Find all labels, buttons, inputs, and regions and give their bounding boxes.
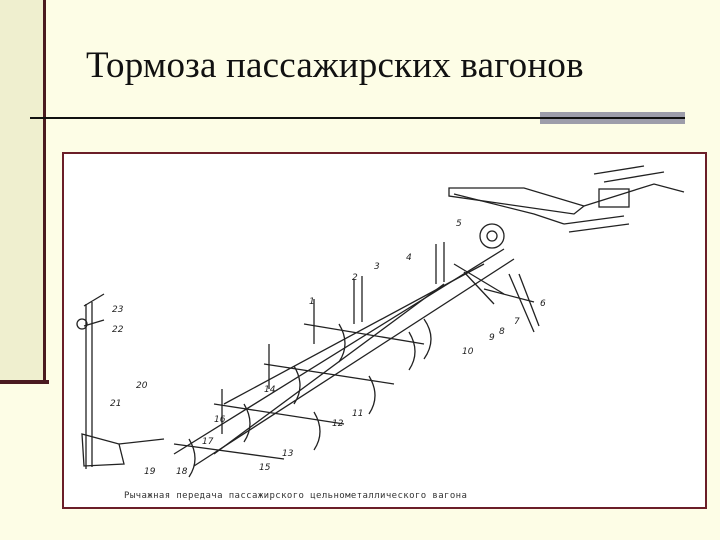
svg-text:4: 4 <box>406 253 412 263</box>
slide-title: Тормоза пассажирских вагонов <box>86 45 584 86</box>
svg-text:20: 20 <box>136 381 148 391</box>
svg-text:23: 23 <box>112 305 124 315</box>
svg-text:12: 12 <box>332 419 344 429</box>
svg-text:18: 18 <box>176 467 188 477</box>
svg-text:15: 15 <box>259 463 271 473</box>
brake-rigging-diagram: 23 22 20 21 19 18 17 16 15 14 13 12 11 1… <box>62 152 707 509</box>
svg-text:19: 19 <box>144 467 156 477</box>
title-divider-accent <box>540 112 685 124</box>
svg-text:2: 2 <box>352 273 358 283</box>
svg-text:8: 8 <box>499 327 505 337</box>
svg-text:14: 14 <box>264 385 276 395</box>
left-decor-band <box>0 0 46 384</box>
svg-text:1: 1 <box>309 297 315 307</box>
left-decor-edge <box>0 380 49 384</box>
title-divider <box>30 117 540 119</box>
svg-text:11: 11 <box>352 409 363 419</box>
svg-text:17: 17 <box>202 437 214 447</box>
svg-text:22: 22 <box>112 325 124 335</box>
diagram-drawing: 23 22 20 21 19 18 17 16 15 14 13 12 11 1… <box>76 165 685 478</box>
svg-text:7: 7 <box>514 317 520 327</box>
diagram-caption: Рычажная передача пассажирского цельноме… <box>124 491 468 501</box>
svg-text:9: 9 <box>489 333 495 343</box>
svg-text:3: 3 <box>374 262 380 272</box>
svg-text:21: 21 <box>110 399 121 409</box>
svg-text:16: 16 <box>214 415 226 425</box>
svg-text:10: 10 <box>462 347 474 357</box>
svg-text:6: 6 <box>540 299 546 309</box>
svg-text:13: 13 <box>282 449 294 459</box>
svg-text:5: 5 <box>456 219 462 229</box>
